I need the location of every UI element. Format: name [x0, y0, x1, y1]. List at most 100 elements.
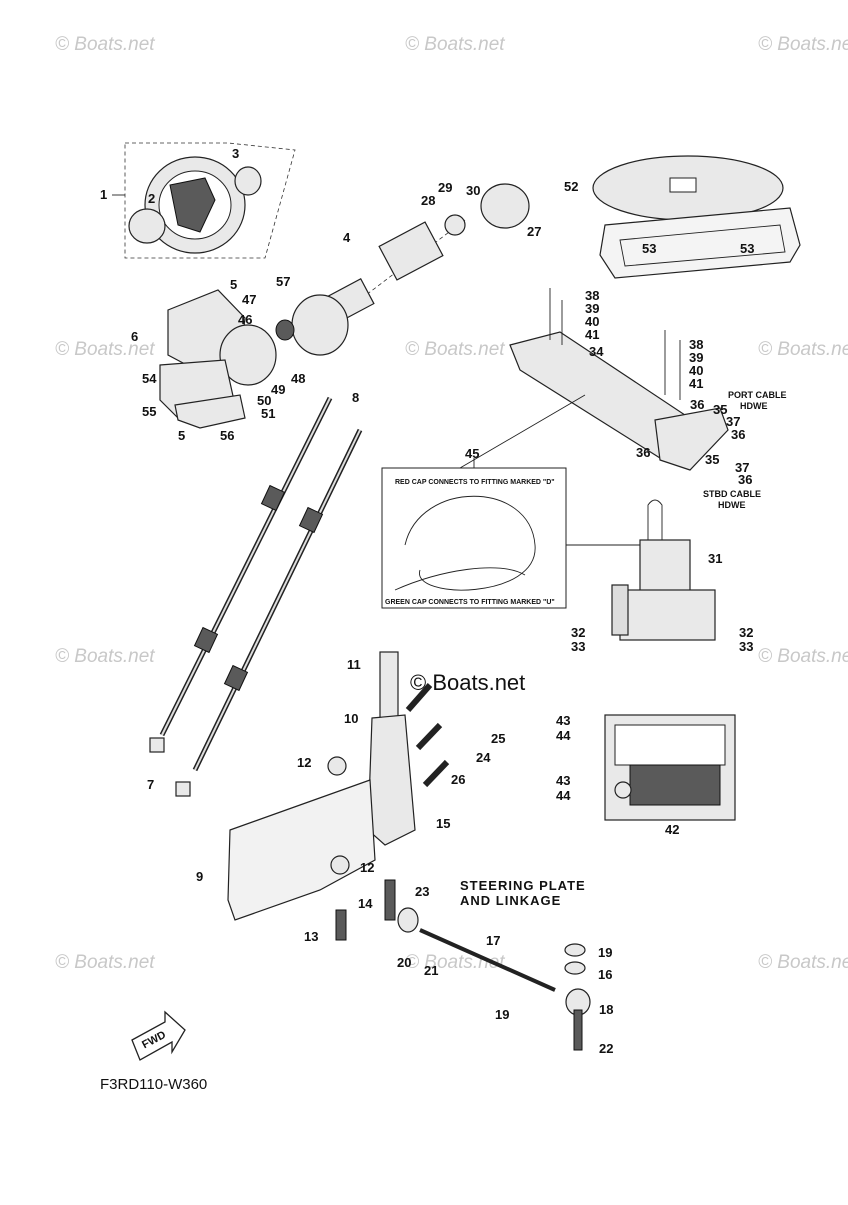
- callout-label: 39: [689, 350, 703, 365]
- callout-label: 50: [257, 393, 271, 408]
- callout-label: 32: [739, 625, 753, 640]
- callout-label: 7: [147, 777, 154, 792]
- callout-label: 51: [261, 406, 275, 421]
- watermark: © Boats.net: [55, 952, 155, 973]
- watermark: © Boats.net: [405, 339, 505, 360]
- callout-label: 41: [689, 376, 703, 391]
- port-hdwe-label: HDWE: [740, 401, 768, 411]
- section-title-line2: AND LINKAGE: [460, 893, 561, 908]
- callout-label: 54: [142, 371, 157, 386]
- callout-label: 35: [713, 402, 727, 417]
- callout-label: 36: [636, 445, 650, 460]
- watermark: © Boats.net: [55, 339, 155, 360]
- callout-label: 36: [690, 397, 704, 412]
- callout-label: 35: [705, 452, 719, 467]
- callout-label: 53: [740, 241, 754, 256]
- control-module: [604, 714, 736, 821]
- center-watermark: © Boats.net: [410, 670, 525, 695]
- callout-label: 8: [352, 390, 359, 405]
- callout-label: 6: [131, 329, 138, 344]
- watermark: © Boats.net: [758, 646, 848, 667]
- hydraulic-pump: [611, 499, 716, 641]
- callout-label: 40: [689, 363, 703, 378]
- callout-label: 9: [196, 869, 203, 884]
- callout-label: 25: [491, 731, 505, 746]
- steering-cables: [149, 396, 363, 797]
- helm-housing: [159, 289, 349, 429]
- callout-label: 44: [556, 728, 571, 743]
- callout-label: 45: [465, 446, 479, 461]
- callout-label: 52: [564, 179, 578, 194]
- callout-label: 34: [589, 344, 604, 359]
- callout-label: 23: [415, 884, 429, 899]
- callout-label: 21: [424, 963, 438, 978]
- callout-label: 26: [451, 772, 465, 787]
- callout-label: 10: [344, 711, 358, 726]
- callout-label: 49: [271, 382, 285, 397]
- watermark: © Boats.net: [405, 34, 505, 55]
- pump-bracket: [509, 288, 729, 471]
- callout-label: 19: [495, 1007, 509, 1022]
- green-cap-note: GREEN CAP CONNECTS TO FITTING MARKED "U": [385, 599, 555, 606]
- callout-label: 37: [735, 460, 749, 475]
- callout-label: 38: [689, 337, 703, 352]
- callout-label: 22: [599, 1041, 613, 1056]
- callout-label: 17: [486, 933, 500, 948]
- callout-label: 20: [397, 955, 411, 970]
- callout-label: 15: [436, 816, 450, 831]
- callout-label: 12: [297, 755, 311, 770]
- callout-label: 39: [585, 301, 599, 316]
- callout-label: 42: [665, 822, 679, 837]
- callout-label: 37: [726, 414, 740, 429]
- callout-label: 43: [556, 773, 570, 788]
- callout-label: 33: [571, 639, 585, 654]
- callout-label: 30: [466, 183, 480, 198]
- callout-label: 24: [476, 750, 491, 765]
- callout-label: 19: [598, 945, 612, 960]
- stbd-cable-label: STBD CABLE: [703, 489, 761, 499]
- callout-label: 5: [230, 277, 237, 292]
- watermark: © Boats.net: [55, 34, 155, 55]
- diagram-code: F3RD110-W360: [100, 1076, 207, 1093]
- red-cap-note: RED CAP CONNECTS TO FITTING MARKED "D": [395, 479, 555, 486]
- fwd-arrow: FWD: [131, 1010, 186, 1061]
- callout-label: 38: [585, 288, 599, 303]
- callout-label: 56: [220, 428, 234, 443]
- callout-label: 5: [178, 428, 185, 443]
- watermark: © Boats.net: [758, 34, 848, 55]
- stbd-hdwe-label: HDWE: [718, 500, 746, 510]
- callout-label: 29: [438, 180, 452, 195]
- callout-label: 47: [242, 292, 256, 307]
- callout-label: 4: [343, 230, 351, 245]
- watermarks: © Boats.net © Boats.net © Boats.net © Bo…: [55, 34, 848, 973]
- callout-label: 18: [599, 1002, 613, 1017]
- callout-label: 57: [276, 274, 290, 289]
- callout-label: 41: [585, 327, 599, 342]
- callout-label: 40: [585, 314, 599, 329]
- hose-kit-box: RED CAP CONNECTS TO FITTING MARKED "D" G…: [381, 394, 640, 609]
- section-title-line1: STEERING PLATE: [460, 878, 586, 893]
- callout-label: 46: [238, 312, 252, 327]
- callout-label: 13: [304, 929, 318, 944]
- callout-label: 44: [556, 788, 571, 803]
- callout-label: 31: [708, 551, 722, 566]
- callout-label: 43: [556, 713, 570, 728]
- callout-label: 1: [100, 187, 107, 202]
- callout-label: 12: [360, 860, 374, 875]
- callout-label: 53: [642, 241, 656, 256]
- watermark: © Boats.net: [758, 339, 848, 360]
- callout-label: 48: [291, 371, 305, 386]
- callout-label: 28: [421, 193, 435, 208]
- port-cable-label: PORT CABLE: [728, 390, 787, 400]
- callout-label: 36: [738, 472, 752, 487]
- callout-label: 33: [739, 639, 753, 654]
- callout-label: 27: [527, 224, 541, 239]
- watermark: © Boats.net: [758, 952, 848, 973]
- callout-label: 11: [347, 657, 361, 672]
- callout-label: 36: [731, 427, 745, 442]
- callout-label: 32: [571, 625, 585, 640]
- callout-label: 14: [358, 896, 373, 911]
- callout-labels: 1 2 3 4 5 5 6 7 8 9 10 11 12 12 13 14 15…: [100, 146, 754, 1056]
